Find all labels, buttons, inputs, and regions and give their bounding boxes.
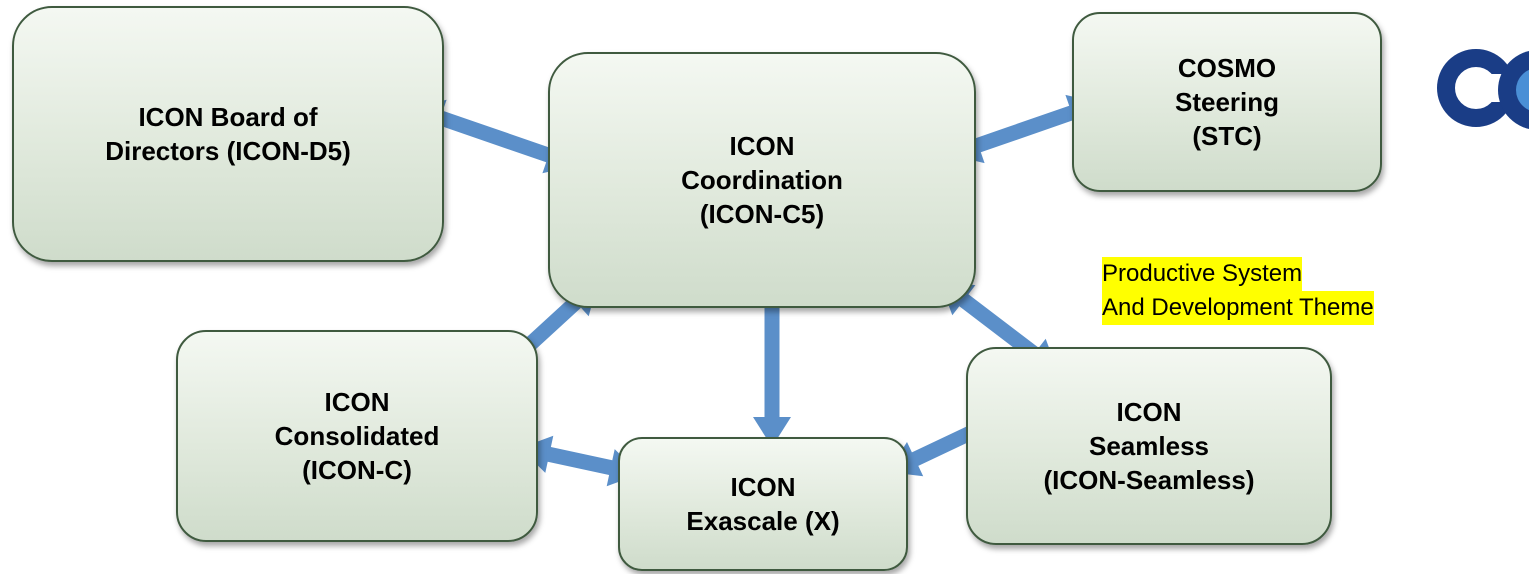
productive-system-note: Productive System And Development Theme — [1102, 257, 1374, 325]
node-icon-coordination: ICON Coordination (ICON-C5) — [548, 52, 976, 308]
note-line-2: And Development Theme — [1102, 291, 1374, 325]
node-seamless-line-2: Seamless — [1089, 431, 1209, 461]
node-cosmo-line-3: (STC) — [1192, 121, 1262, 151]
node-exascale-line-1: ICON — [730, 472, 796, 502]
node-cosmo-line-2: Steering — [1174, 87, 1280, 117]
node-board-line-2: Directors (ICON-D5) — [105, 136, 351, 166]
node-icon-exascale: ICON Exascale (X) — [618, 437, 908, 571]
arrow-coordination-exascale — [753, 274, 791, 447]
node-cosmo-steering: COSMO Steering (STC) — [1072, 12, 1382, 192]
node-icon-board-of-directors: ICON Board of Directors (ICON-D5) — [12, 6, 444, 262]
node-coordination-line-1: ICON — [729, 131, 795, 161]
node-exascale-line-2: Exascale (X) — [686, 506, 840, 536]
node-coordination-line-3: (ICON-C5) — [699, 199, 825, 229]
node-seamless-line-3: (ICON-Seamless) — [1043, 465, 1255, 495]
arrow-board-coordination — [412, 99, 577, 174]
note-line-1: Productive System — [1102, 257, 1303, 291]
node-consolidated-line-2: Consolidated — [274, 421, 440, 451]
node-consolidated-line-1: ICON — [324, 387, 390, 417]
node-coordination-line-2: Coordination — [681, 165, 843, 195]
node-icon-consolidated: ICON Consolidated (ICON-C) — [176, 330, 538, 542]
node-cosmo-line-1: COSMO — [1177, 53, 1277, 83]
arrow-coordination-cosmo — [950, 94, 1100, 164]
node-seamless-line-1: ICON — [1116, 397, 1182, 427]
node-consolidated-line-3: (ICON-C) — [302, 455, 412, 485]
node-icon-seamless: ICON Seamless (ICON-Seamless) — [966, 347, 1332, 545]
arrow-consolidated-exascale — [520, 435, 640, 487]
cosmo-logo-icon — [1436, 44, 1529, 134]
node-board-line-1: ICON Board of — [138, 102, 318, 132]
